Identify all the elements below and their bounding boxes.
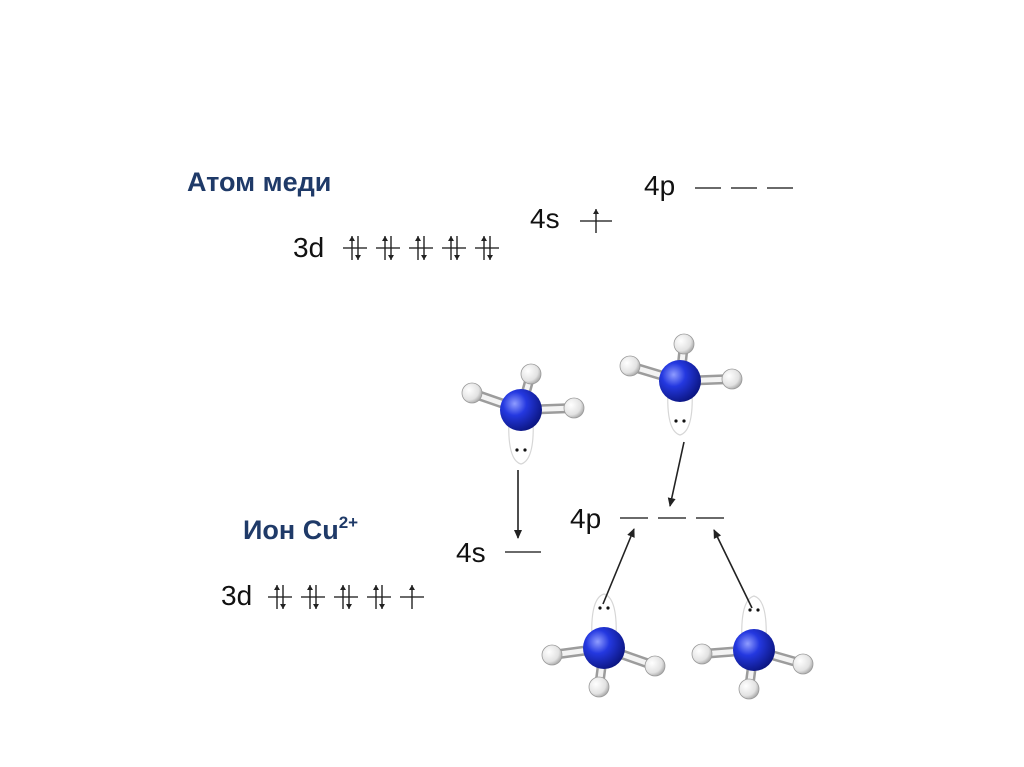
atom-3d-orbital-1: [376, 236, 400, 260]
atom-3d-orbital-4: [475, 236, 499, 260]
ammonia-molecule-1: [461, 363, 585, 465]
ion-3d-orbital-0: [268, 585, 292, 609]
donation-arrow-4p-left: [602, 528, 635, 605]
atom-4s-label: 4s: [530, 203, 560, 234]
ion-3d-label: 3d: [221, 580, 253, 611]
atom-3d-orbital-0: [343, 236, 367, 260]
ion-heading: Ион Cu2+: [243, 513, 358, 546]
atom-4s-orbital-0: [580, 209, 612, 233]
ion-3d-orbital-4: [400, 585, 424, 609]
ammonia-molecule-2: [619, 333, 743, 436]
ion-3d-orbital-2: [334, 585, 358, 609]
atom-3d-label: 3d: [293, 232, 325, 263]
ammonia-molecule-3: [541, 593, 666, 698]
ion-4s-label: 4s: [456, 537, 486, 568]
ion-3d-orbital-1: [301, 585, 325, 609]
ion-4p-label: 4p: [570, 503, 602, 534]
atom-heading: Атом меди: [187, 167, 332, 197]
ammonia-molecule-4: [691, 595, 814, 700]
donation-arrow-4p-right: [713, 529, 753, 609]
ion-charge: 2+: [338, 513, 359, 532]
atom-3d-orbital-2: [409, 236, 433, 260]
donation-arrow-4p-top: [667, 441, 685, 507]
atom-4p-label: 4p: [644, 170, 676, 201]
ion-3d-orbital-3: [367, 585, 391, 609]
ion-heading-text: Ион Cu: [243, 515, 339, 545]
atom-3d-orbital-3: [442, 236, 466, 260]
